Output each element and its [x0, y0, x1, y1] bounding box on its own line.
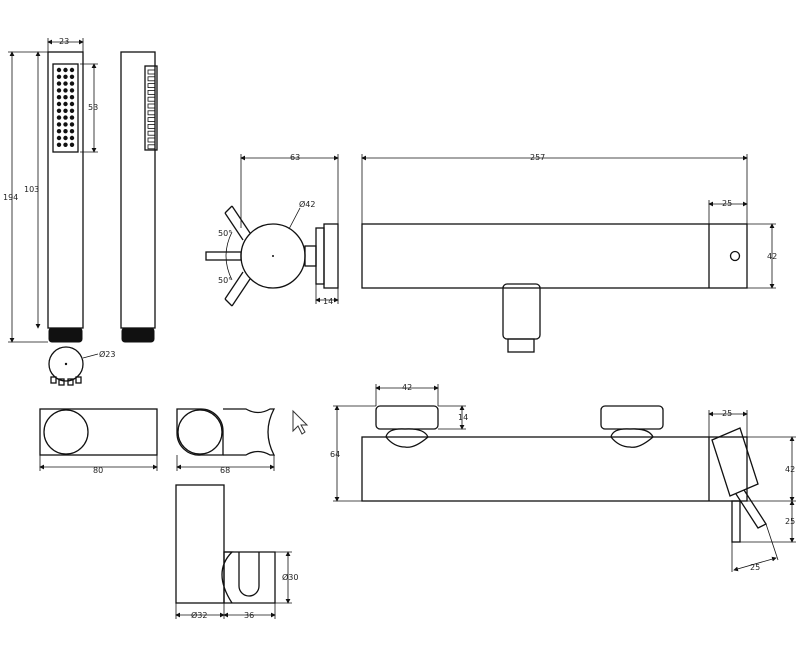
dim-bottom-height-right: 42: [785, 465, 795, 474]
dim-bottom-handle-height: 14: [458, 413, 468, 422]
spray-ridge: [147, 103, 156, 109]
dim-valve-height-side: 42: [767, 252, 777, 261]
dim-holder-clip-length: 68: [220, 466, 230, 475]
wall-holder-clip: [176, 408, 276, 456]
dim-bottom-handle-width: 42: [402, 383, 412, 392]
valve-top-view: [361, 405, 767, 543]
nozzle-dot: [63, 135, 68, 141]
nozzle-dot: [63, 122, 68, 127]
nozzle-dot: [69, 101, 75, 107]
valve-front-view: [361, 223, 748, 353]
nozzle-dot: [63, 108, 68, 114]
dim-outlet-angled: 25: [750, 563, 760, 572]
spray-ridge: [147, 69, 156, 75]
mouse-pointer-icon: [292, 409, 309, 435]
dim-handle-diameter: Ø42: [299, 199, 315, 209]
dim-handset-body: 103: [24, 185, 39, 194]
nozzle-dot: [63, 88, 68, 93]
spray-ridge: [147, 124, 156, 129]
nozzle-dot: [63, 95, 68, 100]
dim-handset-width: 23: [59, 37, 69, 46]
dim-handle-angle-bottom: 50°: [218, 276, 232, 285]
spray-ridge: [147, 90, 156, 95]
spray-ridge: [147, 144, 156, 150]
nozzle-dot: [56, 95, 62, 100]
hose-connector-view: [48, 346, 84, 386]
dim-end-width-bottom: 25: [722, 409, 732, 418]
dim-bracket-width: Ø32: [191, 610, 207, 620]
wall-bracket-side: [175, 484, 276, 604]
wall-holder-front: [39, 408, 158, 456]
spray-ridge: [147, 117, 156, 122]
nozzle-dot: [69, 135, 75, 141]
nozzle-dot: [69, 129, 75, 134]
dim-hose-diameter: Ø23: [99, 349, 115, 359]
nozzle-dot: [63, 115, 68, 120]
spray-face-ridges: [147, 69, 156, 150]
hand-shower-front-view: [47, 51, 84, 343]
valve-handle-view: [205, 205, 339, 307]
spray-ridge: [147, 96, 156, 102]
nozzle-dot: [69, 142, 75, 147]
nozzle-dot: [56, 129, 62, 134]
nozzle-dot: [69, 122, 75, 127]
dim-spray-height: 53: [88, 103, 98, 112]
nozzle-dot: [56, 81, 62, 86]
nozzle-dot: [69, 95, 75, 100]
nozzle-dot: [56, 88, 62, 93]
nozzle-dot: [69, 115, 75, 120]
nozzle-dot: [63, 81, 68, 86]
dim-handle-angle-top: 50°: [218, 229, 232, 238]
nozzle-dot: [56, 122, 62, 127]
nozzle-dot: [69, 67, 75, 73]
dim-outlet-length: 25: [785, 517, 795, 526]
nozzle-dot: [56, 101, 62, 107]
hand-shower-side-view: [120, 51, 158, 343]
dim-holder-length: 80: [93, 466, 103, 475]
spray-nozzles: [56, 67, 75, 147]
dim-end-width-top: 25: [722, 199, 732, 208]
dim-valve-depth: 63: [290, 153, 300, 162]
nozzle-dot: [63, 67, 68, 73]
nozzle-dot: [56, 67, 62, 73]
dim-bottom-valve-height: 64: [330, 450, 340, 459]
dim-bracket-height: Ø30: [282, 572, 298, 582]
dim-valve-length: 257: [530, 153, 545, 162]
nozzle-dot: [69, 81, 75, 86]
dim-bracket-depth: 36: [244, 611, 254, 620]
spray-ridge: [147, 83, 156, 88]
nozzle-dot: [56, 108, 62, 114]
dim-cap-depth: 14: [323, 297, 333, 306]
spray-ridge: [147, 110, 156, 116]
nozzle-dot: [56, 115, 62, 120]
spray-ridge: [147, 130, 156, 136]
nozzle-dot: [69, 108, 75, 114]
nozzle-dot: [63, 142, 68, 147]
dim-handset-height: 194: [3, 193, 18, 202]
spray-ridge: [147, 76, 156, 82]
nozzle-dot: [69, 88, 75, 93]
spray-ridge: [147, 137, 156, 143]
nozzle-dot: [56, 142, 62, 147]
nozzle-dot: [63, 74, 68, 80]
nozzle-dot: [56, 135, 62, 141]
nozzle-dot: [56, 74, 62, 80]
nozzle-dot: [63, 101, 68, 107]
nozzle-dot: [69, 74, 75, 80]
nozzle-dot: [63, 129, 68, 134]
